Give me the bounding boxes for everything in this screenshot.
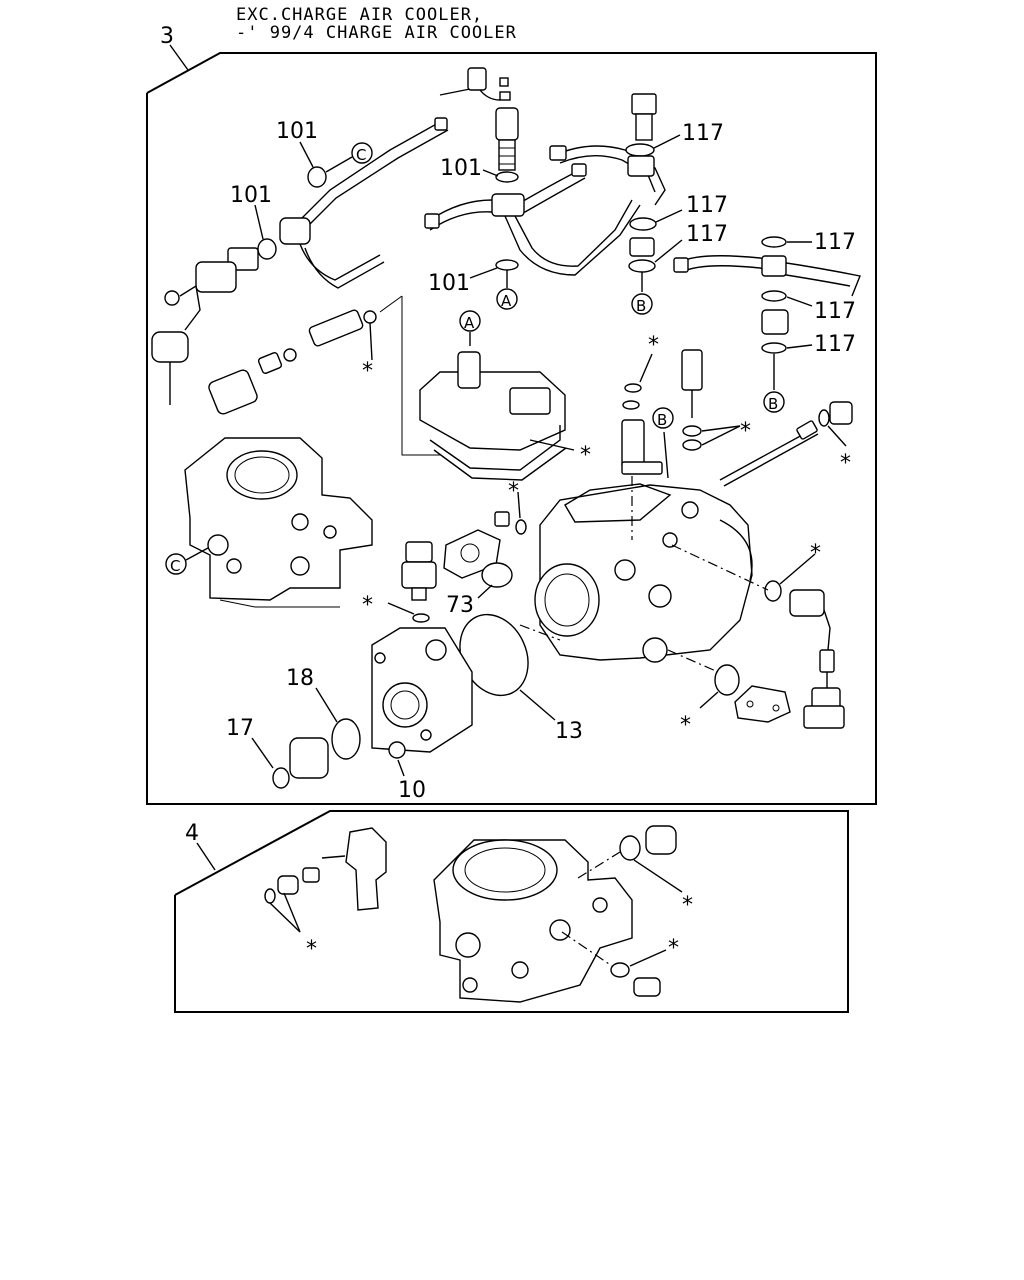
group4-bracket [264,827,387,911]
callout-13: 13 [555,719,583,744]
o-ring-small-1 [624,383,642,393]
long-bolt [719,420,819,487]
left-pump-housing [184,437,373,608]
solenoid-o-ring [412,613,430,623]
ref-marker-b-1 [631,293,653,315]
callout-asterisk-1: * [362,359,373,384]
ref-marker-c-1 [351,142,373,164]
left-fitting-sensor [151,247,259,405]
callout-117-f: 117 [814,332,856,357]
left-pipe-assembly [279,117,449,289]
callout-117-e: 117 [814,299,856,324]
group4-bolt [633,977,661,997]
ref-c-2-label: C [170,557,180,575]
callout-asterisk-6: * [508,479,519,504]
o-ring-sensor [764,580,782,602]
cover-plate [734,685,791,723]
group-4-number: 4 [185,821,199,846]
callout-101-b: 101 [428,271,470,296]
callout-asterisk-8: * [810,541,821,566]
main-pump-body [534,483,753,663]
governor-cover [379,295,567,481]
plug [289,737,329,779]
washer-101-top [495,171,519,183]
bolt-cap [829,401,853,425]
callout-18: 18 [286,666,314,691]
group-4-frame: 4 [174,810,849,1013]
group-3-number: 3 [160,24,174,49]
right-pipe-assembly [673,236,861,354]
group4-washer [610,962,630,978]
ref-marker-a-2 [459,310,481,332]
washer-17 [272,767,290,789]
ref-a-2-label: A [464,314,475,332]
ref-marker-a-1 [496,288,518,310]
banjo-bolt-stack [625,93,657,273]
o-ring-pair-b [682,439,702,451]
washer-small [622,400,640,410]
sensor-harness [789,589,845,729]
o-ring-bolt [818,409,830,427]
callout-asterisk-2: * [580,443,591,468]
feed-pump-housing [371,627,473,753]
fuel-pipe-assembly [424,145,666,276]
plunger-parts [208,309,377,415]
o-ring-73 [481,562,513,588]
group-3-frame: 3 [146,24,877,805]
fuel-cut-solenoid [401,541,437,601]
o-ring-18 [331,718,361,760]
washer-101-left-a [307,166,327,188]
callout-asterisk-9: * [680,713,691,738]
callout-asterisk-7: * [362,593,373,618]
callout-asterisk-10: * [306,937,317,962]
group4-pump-housing [433,839,633,1003]
injector-valve-stack [439,67,519,171]
callout-asterisk-5: * [840,451,851,476]
control-shaft [621,349,703,540]
callout-asterisk-4: * [740,419,751,444]
small-o-ring [515,519,527,535]
callout-17: 17 [226,716,254,741]
small-bolt [494,511,510,527]
washer-10 [388,741,406,759]
callout-asterisk-11: * [682,893,693,918]
callout-117-a: 117 [682,121,724,146]
callout-117-d: 117 [814,230,856,255]
washer-101-lower [495,259,519,271]
callout-10: 10 [398,778,426,803]
header-line-1: EXC.CHARGE AIR COOLER, [236,5,483,25]
callout-asterisk-3: * [648,333,659,358]
o-ring-cover [714,664,740,696]
group4-plug [645,825,677,855]
ref-b-3-label: B [657,411,667,429]
group4-o-ring-top [619,835,641,861]
callout-117-b: 117 [686,193,728,218]
ref-b-2-label: B [768,395,778,413]
ref-marker-c-2 [165,553,187,575]
callout-73: 73 [446,593,474,618]
ref-a-1-label: A [501,292,512,310]
header-line-2: -' 99/4 CHARGE AIR COOLER [236,23,517,43]
callout-101-d: 101 [230,183,272,208]
ref-marker-b-2 [763,391,785,413]
ref-b-1-label: B [636,297,646,315]
callout-117-c: 117 [686,222,728,247]
o-ring-pair-a [682,425,702,437]
callout-asterisk-12: * [668,936,679,961]
ref-c-1-label: C [356,146,366,164]
washer-101-left-b [257,238,277,260]
ref-marker-b-3 [652,407,674,429]
callout-101-c: 101 [276,119,318,144]
callout-101-a: 101 [440,156,482,181]
